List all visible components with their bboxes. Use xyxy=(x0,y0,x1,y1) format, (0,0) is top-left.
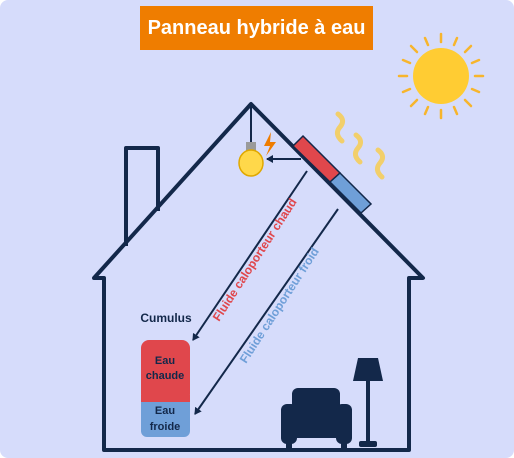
heat-waves-icon xyxy=(334,111,386,180)
light-bulb-icon xyxy=(238,106,264,177)
sun-icon xyxy=(397,32,485,120)
water-tank xyxy=(141,340,190,437)
hot-fluid-arrow xyxy=(192,170,308,341)
cold-water-label-line2: froide xyxy=(150,421,181,433)
lightning-icon xyxy=(264,132,276,156)
armchair-icon xyxy=(281,388,352,448)
hot-water-label-line2: chaude xyxy=(146,370,185,382)
cumulus-label: Cumulus xyxy=(140,311,192,325)
page-title: Panneau hybride à eau xyxy=(140,6,373,50)
cold-water-label-line1: Eau xyxy=(155,405,175,417)
hybrid-solar-panel xyxy=(291,134,373,215)
floor-lamp-icon xyxy=(353,358,383,447)
house-outline xyxy=(92,102,425,452)
cold-fluid-arrow xyxy=(194,208,339,415)
hot-water-label-line1: Eau xyxy=(155,355,175,367)
chimney xyxy=(124,146,160,246)
